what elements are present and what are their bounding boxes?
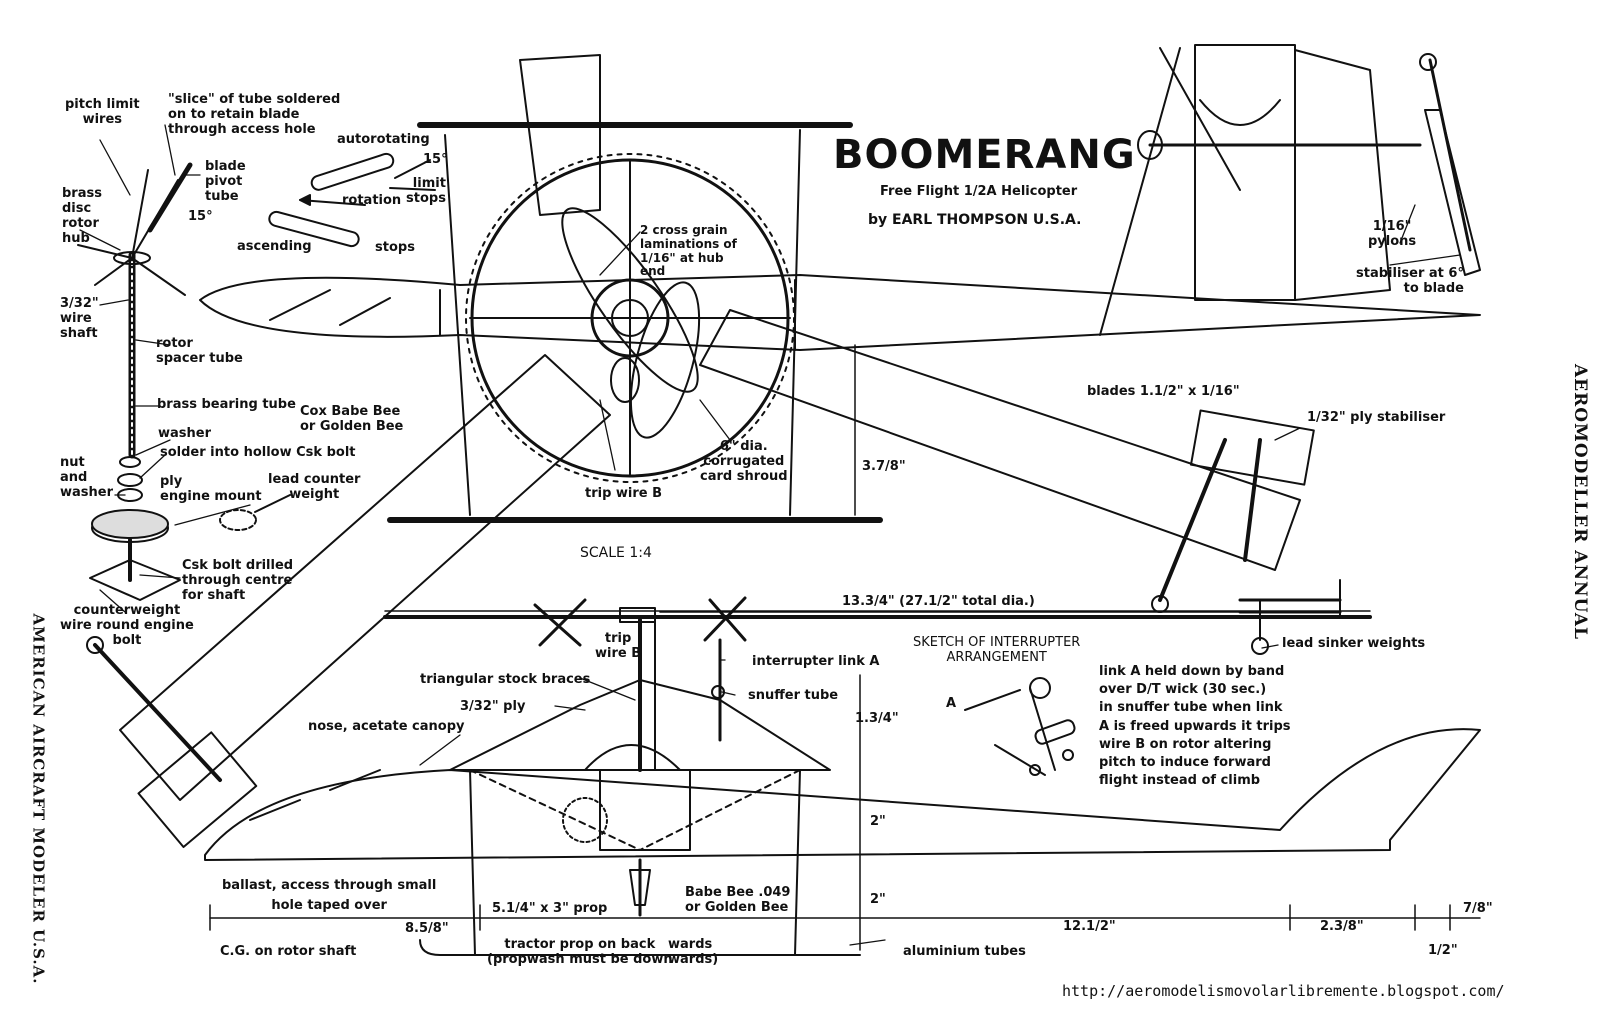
- label-solder: solder into hollow Csk bolt: [160, 445, 356, 460]
- label-dim-378: 3.7/8": [862, 459, 906, 474]
- label-prop: 5.1/4" x 3" prop: [492, 901, 608, 916]
- interrupter-sketch: [964, 677, 1076, 776]
- pitch-sketch: [268, 152, 436, 248]
- magazine-right-vertical: AEROMODELLER ANNUAL: [1570, 363, 1591, 641]
- scale-label: SCALE 1:4: [580, 545, 652, 561]
- label-deg15b: 15°: [188, 209, 213, 224]
- label-tri-stock: triangular stock braces: [420, 672, 591, 687]
- label-lead-sinker: lead sinker weights: [1282, 636, 1426, 651]
- label-trip-b: trip wire B: [595, 631, 642, 661]
- label-rotor-spacer: rotor spacer tube: [156, 336, 243, 366]
- label-ascending: ascending: [237, 239, 312, 254]
- label-stops: stops: [375, 240, 415, 255]
- magazine-left-vertical: AMERICAN AIRCRAFT MODELER U.S.A.: [29, 613, 48, 985]
- label-pylons: 1/16" pylons: [1368, 219, 1417, 249]
- tail-view: [1099, 44, 1481, 336]
- label-dim-2b: 2": [870, 892, 886, 907]
- label-dim-12: 1/2": [1428, 943, 1458, 958]
- author-byline: by EARL THOMPSON U.S.A.: [868, 212, 1082, 228]
- main-title: BOOMERANG: [833, 132, 1136, 178]
- label-nose: nose, acetate canopy: [308, 719, 465, 734]
- label-counterweight: counterweight wire round engine bolt: [60, 603, 194, 648]
- label-snuffer: snuffer tube: [748, 688, 839, 703]
- label-sketch-title: SKETCH OF INTERRUPTER ARRANGEMENT: [913, 635, 1081, 665]
- label-ply-stabiliser: 1/32" ply stabiliser: [1307, 410, 1446, 425]
- label-cross-grain: 2 cross grain laminations of 1/16" at hu…: [640, 223, 737, 279]
- fuselage-side: [204, 618, 1481, 956]
- label-tractor: tractor prop on back (propwash must be d…: [487, 937, 673, 967]
- rotor-side: [383, 579, 1372, 655]
- label-blades: blades 1.1/2" x 1/16": [1087, 384, 1240, 399]
- label-rotation: rotation: [342, 193, 402, 208]
- label-link-a: A: [946, 696, 957, 711]
- label-blade-pivot: blade pivot tube: [205, 159, 246, 204]
- label-dim-1334: 13.3/4" (27.1/2" total dia.): [842, 594, 1035, 609]
- label-lead-counter: lead counter weight: [268, 472, 361, 502]
- label-wire-shaft: 3/32" wire shaft: [60, 296, 99, 341]
- label-shroud: 6" dia. corrugated card shroud: [700, 439, 788, 484]
- label-dim-134: 1.3/4": [855, 711, 899, 726]
- label-pitch-limit: pitch limit wires: [65, 97, 140, 127]
- label-bearing: brass bearing tube: [157, 397, 296, 412]
- label-brass-disc: brass disc rotor hub: [62, 186, 102, 246]
- label-interrupter-link: interrupter link A: [752, 654, 880, 669]
- label-csk-bolt: Csk bolt drilled through centre for shaf…: [182, 558, 294, 603]
- label-autorotating: autorotating: [337, 132, 430, 147]
- label-aluminium: aluminium tubes: [903, 944, 1026, 959]
- callout-arrows: [79, 124, 1461, 946]
- label-nut-washer: nut and washer: [60, 455, 114, 500]
- label-dim-78: 7/8": [1463, 901, 1493, 916]
- dimension-lines: [209, 344, 1481, 951]
- label-link-text: link A held down by band over D/T wick (…: [1099, 664, 1291, 789]
- label-cg: C.G. on rotor shaft: [220, 944, 357, 959]
- label-washer: washer: [158, 426, 212, 441]
- label-ply-mount: ply engine mount: [160, 474, 262, 504]
- rotor-blades-plan: [86, 54, 1315, 849]
- label-ply-332: 3/32" ply: [460, 699, 526, 714]
- source-url: http://aeromodelismovolarlibremente.blog…: [1062, 982, 1505, 1000]
- label-ballast: ballast, access through small hole taped…: [222, 878, 437, 914]
- label-trip-wire: trip wire B: [585, 486, 663, 501]
- label-dim-2a: 2": [870, 814, 886, 829]
- subtitle: Free Flight 1/2A Helicopter: [880, 184, 1078, 199]
- rotor-hub-detail: [77, 162, 291, 601]
- label-deg15a: 15°: [423, 152, 448, 167]
- label-dim-1212: 12.1/2": [1063, 919, 1116, 934]
- label-dim-238: 2.3/8": [1320, 919, 1364, 934]
- label-cox: Cox Babe Bee or Golden Bee: [300, 404, 404, 434]
- label-engine: Babe Bee .049 or Golden Bee: [685, 885, 791, 915]
- label-stabiliser-6: stabiliser at 6° to blade: [1356, 266, 1464, 296]
- label-limit-stops: limit stops: [406, 176, 446, 206]
- label-slice: "slice" of tube soldered on to retain bl…: [168, 92, 341, 137]
- label-dim-858: 8.5/8": [405, 921, 449, 936]
- label-wards: wards wards): [668, 937, 719, 967]
